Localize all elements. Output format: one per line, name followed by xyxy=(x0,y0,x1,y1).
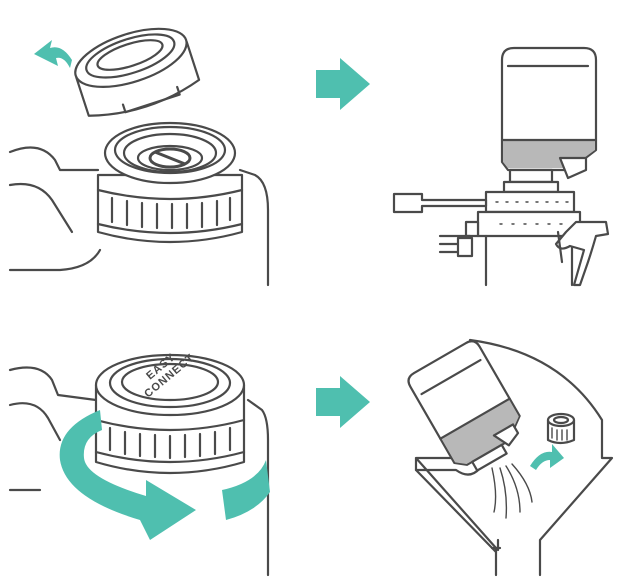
panel-open-cap xyxy=(10,17,268,285)
panel-attach-bottle xyxy=(394,48,608,285)
canister-handle xyxy=(10,184,72,232)
small-cap xyxy=(548,414,574,443)
curved-arrow-icon xyxy=(530,444,564,470)
sprayer-head xyxy=(486,192,574,212)
panel-pour xyxy=(405,338,612,575)
curved-arrow-icon xyxy=(34,40,72,68)
right-arrow-icon xyxy=(316,376,370,428)
pump-lever xyxy=(394,194,486,212)
removed-cap xyxy=(68,17,201,124)
right-arrow-icon xyxy=(316,58,370,110)
pour-stream xyxy=(492,464,532,518)
panel-close-cap: EASY CONNECT xyxy=(10,351,270,575)
